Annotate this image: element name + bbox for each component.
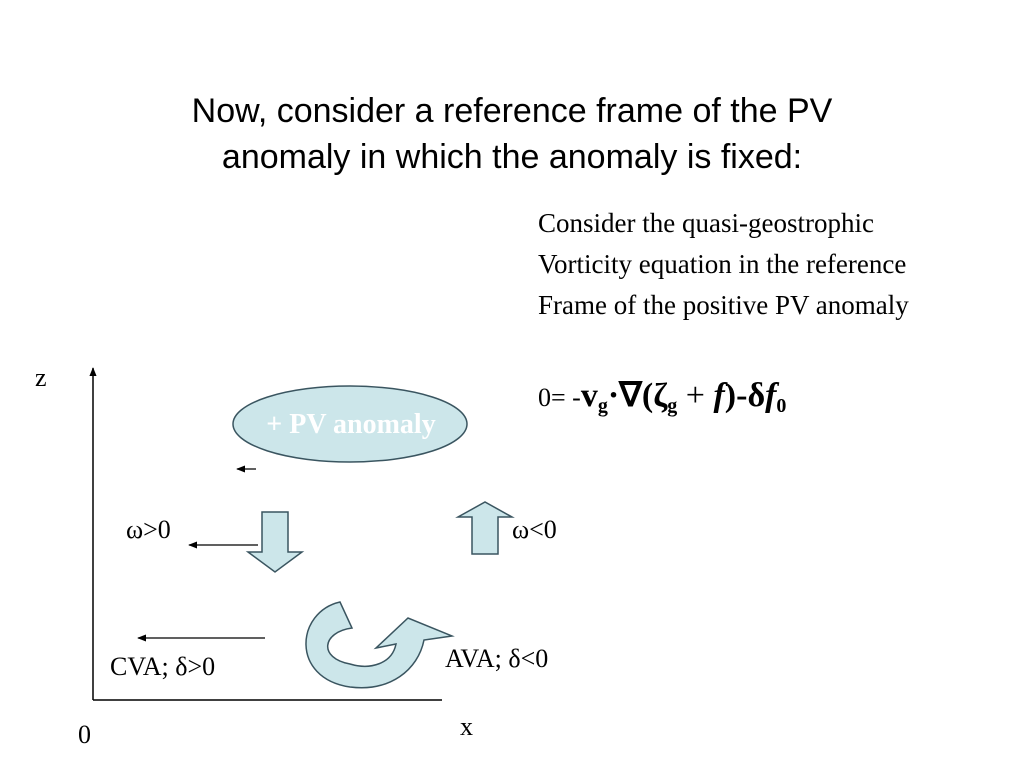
equation-v: v [580,377,598,414]
equation-sub-g1: g [597,395,608,417]
ava-label: AVA; δ<0 [445,644,549,673]
explanation-text: Consider the quasi-geostrophic Vorticity… [538,203,909,326]
title-line-1: Now, consider a reference frame of the P… [191,92,833,130]
cva-label: CVA; δ>0 [110,652,216,681]
equation-plus: + [677,377,714,414]
equation-close-minus-delta: )-δ [724,377,766,414]
equation-f: f [713,377,725,414]
origin-label: 0 [78,720,91,749]
pv-anomaly-ellipse [232,385,468,463]
pv-anomaly-label: + PV anomaly [266,409,436,440]
downward-motion-arrow [245,511,305,573]
explanation-line-1: Consider the quasi-geostrophic [538,208,874,238]
equation-sub-g2: g [667,395,678,417]
circulation-arrow [305,601,455,689]
slide-title: Now, consider a reference frame of the P… [112,88,912,180]
equation-dot-nabla: ·∇( [607,377,654,414]
title-line-2: anomaly in which the anomaly is fixed: [221,138,803,176]
upward-motion-arrow [455,501,515,555]
omega-positive-label: ω>0 [126,515,171,544]
equation-prefix: 0= - [538,383,581,412]
omega-negative-label: ω<0 [512,515,557,544]
vorticity-equation: 0= -vg·∇(ζg + f)-δf0 [538,374,786,420]
equation-f0: f [765,377,777,414]
z-axis-label: z [35,363,47,392]
equation-sub-0: 0 [776,395,787,417]
x-axis-label: x [460,712,473,741]
explanation-line-3: Frame of the positive PV anomaly [538,290,909,320]
explanation-line-2: Vorticity equation in the reference [538,249,907,279]
equation-zeta: ζ [653,377,668,414]
